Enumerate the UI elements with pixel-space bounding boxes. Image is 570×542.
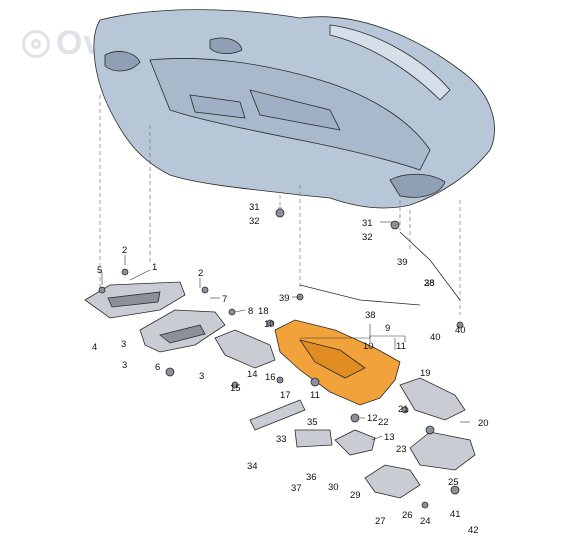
label-38b: 38 (424, 278, 435, 289)
label-36: 36 (306, 472, 317, 483)
label-34: 34 (247, 461, 258, 472)
strip-33 (249, 399, 306, 431)
small-panel-13 (334, 429, 376, 456)
label-5: 5 (97, 265, 102, 276)
label-35: 35 (307, 417, 318, 428)
label-20: 20 (478, 418, 489, 429)
rear-panel-19 (399, 377, 466, 421)
label-15: 15 (230, 383, 241, 394)
label-33: 33 (276, 434, 287, 445)
label-24: 24 (420, 516, 431, 527)
label-18: 18 (258, 306, 269, 317)
strip-35 (294, 429, 333, 448)
label-8: 8 (248, 306, 253, 317)
rear-panel-23 (409, 431, 476, 471)
label-42: 42 (468, 525, 479, 536)
label-11b: 11 (310, 390, 320, 401)
side-panel-14 (214, 329, 276, 369)
rear-panel-26 (364, 464, 421, 499)
label-19: 19 (420, 368, 431, 379)
label-32b: 32 (362, 232, 373, 243)
label-3c: 3 (199, 371, 204, 382)
label-10: 10 (363, 341, 374, 352)
front-undertray-center (139, 309, 226, 353)
label-12: 12 (367, 413, 378, 424)
watermark-icon (22, 29, 50, 58)
label-13: 13 (384, 432, 395, 443)
label-4: 4 (92, 342, 97, 353)
label-11a: 11 (396, 341, 406, 352)
label-31a: 31 (249, 202, 260, 213)
label-2a: 2 (122, 245, 127, 256)
label-3a: 3 (121, 339, 126, 350)
label-40a: 40 (455, 325, 466, 336)
label-32a: 32 (249, 216, 260, 227)
front-undertray-left (84, 281, 186, 319)
label-31b: 31 (362, 218, 373, 229)
label-26: 26 (402, 510, 413, 521)
car-body-underside (93, 9, 495, 209)
label-14: 14 (247, 369, 258, 380)
label-23: 23 (396, 444, 407, 455)
main-undertray-highlighted (274, 319, 401, 406)
label-7: 7 (222, 294, 227, 305)
label-2b: 2 (198, 268, 203, 279)
rod-38 (299, 231, 461, 306)
label-39a: 39 (279, 293, 290, 304)
label-21: 21 (398, 404, 409, 415)
label-30: 30 (328, 482, 339, 493)
label-9: 9 (385, 323, 390, 334)
label-28: 28 (424, 278, 435, 289)
label-38a: 38 (365, 310, 376, 321)
label-25: 25 (448, 477, 459, 488)
part-labels: 1 2 2 3 3 3 4 5 6 7 8 9 10 11 11 12 13 1… (92, 202, 489, 536)
group-bracket (369, 335, 406, 342)
label-10-small: 10 (264, 319, 275, 330)
label-29: 29 (350, 490, 361, 501)
label-6: 6 (155, 362, 160, 373)
label-41: 41 (450, 509, 461, 520)
label-39b: 39 (397, 257, 408, 268)
label-40b: 40 (430, 332, 441, 343)
label-16: 16 (265, 372, 276, 383)
label-37: 37 (291, 483, 302, 494)
label-3b: 3 (122, 360, 127, 371)
label-1: 1 (152, 262, 157, 273)
fasteners (98, 208, 464, 509)
label-27: 27 (375, 516, 386, 527)
label-22: 22 (378, 417, 389, 428)
label-17: 17 (280, 390, 291, 401)
